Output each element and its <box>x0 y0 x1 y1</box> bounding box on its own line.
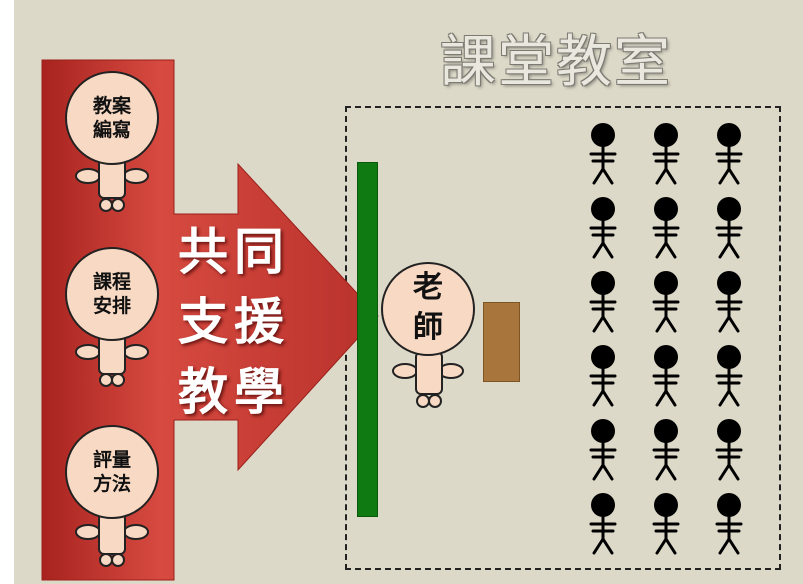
teacher-label: 老 師 <box>398 268 458 348</box>
assessment-line-1: 評量 <box>92 449 131 471</box>
student-figure <box>715 345 743 407</box>
support-figure-lesson-planning <box>65 71 159 212</box>
support-figure-label-assessment: 評量 方法 <box>82 448 142 496</box>
teacher-line-1: 老 <box>413 270 443 305</box>
curriculum-line-1: 課程 <box>92 271 131 293</box>
assessment-line-2: 方法 <box>92 473 131 495</box>
teacher-line-2: 師 <box>413 310 443 345</box>
student-figure <box>589 419 617 481</box>
student-figure <box>589 345 617 407</box>
arrow-label-line-2: 支援 <box>178 292 290 351</box>
student-figure <box>715 123 743 185</box>
arrow-label-line-1: 共同 <box>178 222 290 281</box>
curriculum-line-2: 安排 <box>92 295 131 317</box>
lesson-planning-line-2: 編寫 <box>92 119 131 141</box>
classroom-title: 課堂教室 <box>440 30 672 95</box>
support-figure-label-lesson-planning: 教案 編寫 <box>82 94 142 142</box>
student-figure <box>589 271 617 333</box>
student-figure <box>589 123 617 185</box>
student-figure <box>589 493 617 555</box>
student-figure <box>715 197 743 259</box>
support-figure-assessment <box>65 425 159 567</box>
student-figure <box>652 123 680 185</box>
student-figure <box>652 419 680 481</box>
student-figure <box>652 271 680 333</box>
student-figure <box>715 419 743 481</box>
support-figure-curriculum <box>65 247 159 387</box>
lesson-planning-line-1: 教案 <box>92 95 131 117</box>
student-figure <box>715 493 743 555</box>
teacher-desk <box>483 302 520 382</box>
blackboard <box>357 162 378 517</box>
student-figure <box>715 271 743 333</box>
student-figure <box>589 197 617 259</box>
student-figure <box>652 493 680 555</box>
student-figure <box>652 197 680 259</box>
support-figure-label-curriculum: 課程 安排 <box>82 270 142 318</box>
arrow-label-line-3: 教學 <box>178 362 290 421</box>
student-figure <box>652 345 680 407</box>
